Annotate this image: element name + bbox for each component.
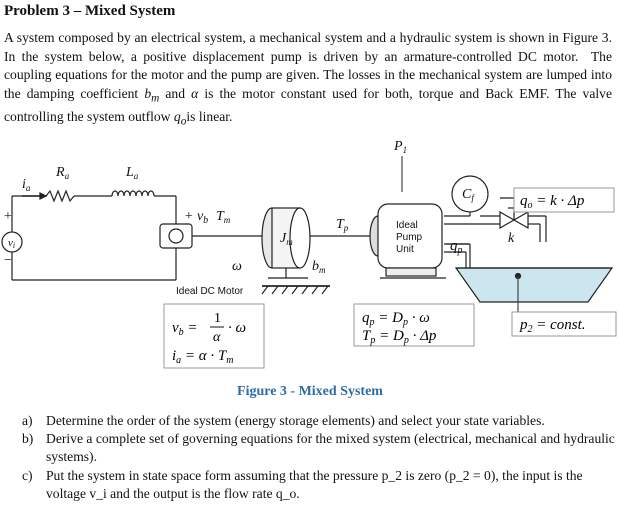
eq-qp: qp = Dp · ω — [362, 310, 430, 328]
pump-label-pump: Pump — [396, 232, 423, 243]
problem-description: A system composed by an electrical syste… — [4, 29, 612, 131]
label-k: k — [508, 231, 515, 246]
label-P1: P1 — [393, 139, 407, 155]
reservoir-tank — [446, 194, 614, 316]
label-plus: + — [4, 209, 12, 224]
label-Ra: Ra — [55, 165, 70, 181]
svg-text:· ω: · ω — [228, 320, 246, 336]
label-omega: ω — [232, 259, 242, 274]
valve-k — [499, 207, 547, 242]
figure-caption: Figure 3 - Mixed System — [237, 384, 383, 399]
question-b: b) Derive a complete set of governing eq… — [22, 431, 615, 465]
svg-text:α: α — [213, 330, 221, 345]
electrical-circuit — [11, 189, 177, 281]
label-La: La — [125, 165, 139, 181]
label-Tp: Tp — [336, 217, 349, 233]
pump-label-ideal: Ideal — [396, 220, 418, 231]
question-a: a) Determine the order of the system (en… — [22, 413, 545, 428]
inertia-Jm — [261, 207, 370, 295]
label-vb: + vb — [184, 209, 208, 226]
inductor-La — [111, 190, 155, 197]
motor-label: Ideal DC Motor — [176, 286, 244, 297]
eq-qo: qo = k · Δp — [520, 193, 585, 211]
label-vi: vi — [8, 237, 15, 250]
svg-text:1: 1 — [214, 311, 221, 326]
dc-motor — [159, 223, 262, 249]
mixed-system-figure: ia Ra La + vi − + vb Tm Jm Tp ω bm P1 Cf… — [1, 139, 617, 369]
problem-title: Problem 3 – Mixed System — [4, 3, 176, 19]
voltage-source-vi — [1, 231, 23, 253]
label-qp: qp — [450, 238, 463, 256]
pump-unit — [369, 175, 500, 279]
eq-Tp: Tp = Dp · Δp — [362, 328, 437, 346]
resistor-Ra — [45, 189, 75, 203]
question-list: a) Determine the order of the system (en… — [22, 412, 618, 503]
description-text: A system composed by an electrical syste… — [4, 30, 612, 128]
label-bm: bm — [312, 259, 326, 275]
eq-p2: p2 = const. — [519, 317, 586, 335]
label-minus: − — [4, 253, 12, 268]
label-Tm: Tm — [216, 209, 231, 225]
eq-ia: ia = α · Tm — [172, 348, 234, 366]
label-ia: ia — [22, 177, 31, 193]
eq-vb: vb = — [172, 320, 198, 338]
question-c: c) Put the system in state space form as… — [22, 467, 583, 501]
pump-label-unit: Unit — [396, 244, 414, 255]
